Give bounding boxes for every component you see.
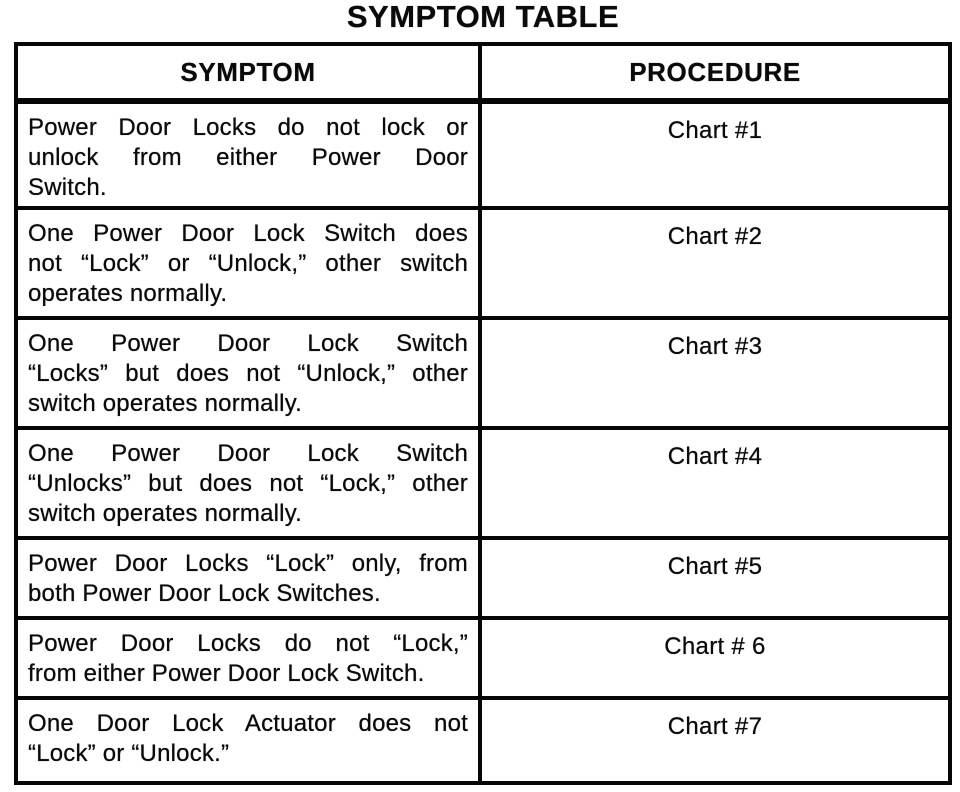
procedure-cell: Chart #4 bbox=[482, 430, 948, 536]
symptom-table: SYMPTOM PROCEDURE Power Door Locks do no… bbox=[14, 42, 952, 785]
procedure-cell: Chart #7 bbox=[482, 700, 948, 781]
header-cell-procedure: PROCEDURE bbox=[629, 56, 801, 87]
symptom-line: switch operates normally. bbox=[28, 390, 302, 417]
procedure-value: Chart #1 bbox=[667, 117, 763, 144]
table-row: One Power Door Lock Switch “Unlocks” but… bbox=[18, 430, 948, 540]
symptom-cell: Power Door Locks “Lock” only, from both … bbox=[18, 540, 482, 616]
symptom-line: both Power Door Lock Switches. bbox=[28, 580, 381, 607]
procedure-cell: Chart #5 bbox=[482, 540, 948, 616]
symptom-line: unlock from either Power Door bbox=[28, 144, 468, 171]
symptom-line: Switch. bbox=[28, 174, 107, 201]
procedure-value: Chart #7 bbox=[667, 713, 763, 740]
procedure-cell: Chart #1 bbox=[482, 104, 948, 206]
procedure-value: Chart #4 bbox=[667, 443, 763, 470]
table-header-row: SYMPTOM PROCEDURE bbox=[18, 46, 948, 104]
symptom-line: One Power Door Lock Switch bbox=[28, 330, 468, 357]
symptom-line: Power Door Locks “Lock” only, from bbox=[28, 550, 468, 577]
symptom-line: “Locks” but does not “Unlock,” other bbox=[28, 360, 468, 387]
procedure-cell: Chart # 6 bbox=[482, 620, 948, 696]
symptom-cell: One Power Door Lock Switch does not “Loc… bbox=[18, 210, 482, 316]
symptom-cell: Power Door Locks do not lock or unlock f… bbox=[18, 104, 482, 206]
symptom-cell: One Power Door Lock Switch “Locks” but d… bbox=[18, 320, 482, 426]
procedure-cell: Chart #2 bbox=[482, 210, 948, 316]
symptom-line: from either Power Door Lock Switch. bbox=[28, 660, 425, 687]
symptom-line: One Power Door Lock Switch does bbox=[28, 220, 468, 247]
symptom-cell: One Power Door Lock Switch “Unlocks” but… bbox=[18, 430, 482, 536]
symptom-cell: One Door Lock Actuator does not “Lock” o… bbox=[18, 700, 482, 781]
symptom-line: Power Door Locks do not lock or bbox=[28, 114, 468, 141]
table-row: Power Door Locks do not lock or unlock f… bbox=[18, 104, 948, 210]
header-cell-symptom: SYMPTOM bbox=[18, 46, 482, 98]
symptom-line: One Power Door Lock Switch bbox=[28, 440, 468, 467]
procedure-value: Chart #5 bbox=[667, 553, 763, 580]
page-title: SYMPTOM TABLE bbox=[346, 0, 620, 34]
table-row: One Door Lock Actuator does not “Lock” o… bbox=[18, 700, 948, 781]
table-row: Power Door Locks “Lock” only, from both … bbox=[18, 540, 948, 620]
table-row: Power Door Locks do not “Lock,” from eit… bbox=[18, 620, 948, 700]
procedure-value: Chart #2 bbox=[667, 223, 763, 250]
procedure-cell: Chart #3 bbox=[482, 320, 948, 426]
symptom-line: “Unlocks” but does not “Lock,” other bbox=[28, 470, 468, 497]
symptom-line: operates normally. bbox=[28, 280, 228, 307]
symptom-cell: Power Door Locks do not “Lock,” from eit… bbox=[18, 620, 482, 696]
procedure-value: Chart #3 bbox=[667, 333, 763, 360]
table-row: One Power Door Lock Switch does not “Loc… bbox=[18, 210, 948, 320]
symptom-line: Power Door Locks do not “Lock,” bbox=[28, 630, 468, 657]
symptom-line: not “Lock” or “Unlock,” other switch bbox=[28, 250, 468, 277]
procedure-value: Chart # 6 bbox=[664, 633, 766, 660]
symptom-line: switch operates normally. bbox=[28, 500, 302, 527]
table-row: One Power Door Lock Switch “Locks” but d… bbox=[18, 320, 948, 430]
symptom-line: One Door Lock Actuator does not bbox=[28, 710, 468, 737]
symptom-line: “Lock” or “Unlock.” bbox=[28, 740, 230, 767]
